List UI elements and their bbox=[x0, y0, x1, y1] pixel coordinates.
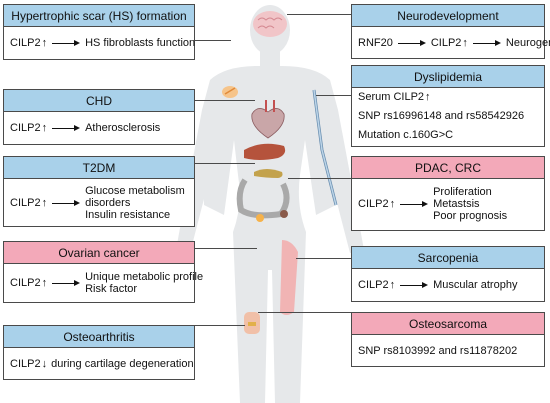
up-arrow-icon: ↑ bbox=[389, 198, 396, 210]
sarcopenia-box: Sarcopenia CILP2↑ Muscular atrophy bbox=[351, 246, 545, 302]
ovarian-effect-2: Risk factor bbox=[85, 283, 138, 295]
connector-t2dm bbox=[195, 163, 255, 164]
brain-icon bbox=[253, 11, 287, 37]
sarcopenia-title: Sarcopenia bbox=[352, 247, 544, 269]
ovarian-box: Ovarian cancer CILP2↑ Unique metabolic p… bbox=[3, 241, 203, 303]
ovarian-gene: CILP2 bbox=[10, 277, 41, 289]
pdac-effect-3: Poor prognosis bbox=[433, 210, 508, 222]
up-arrow-icon: ↑ bbox=[41, 277, 48, 289]
neuro-upstream: RNF20 bbox=[358, 37, 393, 49]
neuro-effect: Neurogenesis bbox=[505, 37, 550, 49]
hs-effect: HS fibroblasts function bbox=[85, 37, 196, 49]
pdac-box: PDAC, CRC CILP2↑ Proliferation Metastsis… bbox=[351, 156, 545, 231]
osteosarcoma-title: Osteosarcoma bbox=[352, 313, 544, 335]
sarcopenia-gene: CILP2 bbox=[358, 279, 389, 291]
t2dm-title: T2DM bbox=[4, 157, 194, 179]
connector-chd bbox=[195, 100, 255, 101]
neuro-box: Neurodevelopment RNF20 CILP2↑ Neurogenes… bbox=[351, 4, 550, 59]
arrow-right-icon bbox=[52, 199, 81, 207]
pdac-gene: CILP2 bbox=[358, 198, 389, 210]
chd-effect: Atherosclerosis bbox=[85, 122, 161, 134]
t2dm-box: T2DM CILP2↑ Glucose metabolism disorders… bbox=[3, 156, 195, 227]
pancreas-icon bbox=[254, 169, 283, 178]
dyslipidemia-box: Dyslipidemia Serum CILP2↑ SNP rs16996148… bbox=[351, 65, 545, 147]
arrow-right-icon bbox=[472, 39, 501, 47]
arrow-right-icon bbox=[52, 279, 81, 287]
pdac-effect-1: Proliferation bbox=[433, 186, 492, 198]
arrow-right-icon bbox=[397, 39, 426, 47]
t2dm-effect-3: Insulin resistance bbox=[85, 209, 171, 221]
chd-title: CHD bbox=[4, 90, 194, 112]
hs-box: Hypertrophic scar (HS) formation CILP2↑ … bbox=[3, 4, 195, 60]
connector-dyslipidemia bbox=[316, 95, 351, 96]
dyslipidemia-line-1: Serum CILP2 bbox=[358, 91, 425, 103]
osteosarcoma-box: Osteosarcoma SNP rs8103992 and rs1187820… bbox=[351, 312, 545, 367]
up-arrow-icon: ↑ bbox=[41, 122, 48, 134]
scar-icon bbox=[222, 86, 238, 98]
neuro-title: Neurodevelopment bbox=[352, 5, 544, 27]
pdac-title: PDAC, CRC bbox=[352, 157, 544, 179]
heart-icon bbox=[251, 100, 285, 139]
osteoarthritis-box: Osteoarthritis CILP2↓ during cartilage d… bbox=[3, 325, 195, 380]
dyslipidemia-line-2: SNP rs16996148 and rs58542926 bbox=[358, 110, 525, 122]
chd-box: CHD CILP2↑ Atherosclerosis bbox=[3, 89, 195, 145]
chd-gene: CILP2 bbox=[10, 122, 41, 134]
up-arrow-icon: ↑ bbox=[425, 91, 431, 103]
up-arrow-icon: ↑ bbox=[389, 279, 396, 291]
t2dm-effect-2: disorders bbox=[85, 197, 131, 209]
up-arrow-icon: ↑ bbox=[41, 37, 48, 49]
ovarian-effect-1: Unique metabolic profile bbox=[85, 271, 204, 283]
dyslipidemia-title: Dyslipidemia bbox=[352, 66, 544, 88]
osteoarthritis-title: Osteoarthritis bbox=[4, 326, 194, 348]
osteoarthritis-text: during cartilage degeneration bbox=[51, 358, 194, 370]
ovarian-title: Ovarian cancer bbox=[4, 242, 194, 264]
t2dm-effect-1: Glucose metabolism bbox=[85, 185, 185, 197]
down-arrow-icon: ↓ bbox=[41, 358, 48, 370]
muscle-icon bbox=[280, 240, 298, 315]
arrow-right-icon bbox=[400, 200, 429, 208]
hs-gene: CILP2 bbox=[10, 37, 41, 49]
dyslipidemia-line-3: Mutation c.160G>C bbox=[358, 129, 454, 141]
arrow-right-icon bbox=[52, 124, 81, 132]
connector-pdac bbox=[288, 178, 351, 179]
sarcopenia-effect: Muscular atrophy bbox=[433, 279, 518, 291]
connector-hs bbox=[195, 40, 231, 41]
connector-osteosarcoma bbox=[258, 312, 351, 313]
connector-osteoarthritis bbox=[195, 325, 245, 326]
arrow-right-icon bbox=[52, 39, 81, 47]
ovary-icon bbox=[256, 210, 288, 222]
liver-icon bbox=[244, 143, 286, 160]
connector-neuro bbox=[287, 14, 351, 15]
up-arrow-icon: ↑ bbox=[41, 197, 48, 209]
intestine-icon bbox=[236, 178, 290, 219]
osteosarcoma-text: SNP rs8103992 and rs11878202 bbox=[358, 345, 518, 357]
neuro-gene: CILP2 bbox=[430, 37, 462, 49]
osteoarthritis-gene: CILP2 bbox=[10, 358, 41, 370]
up-arrow-icon: ↑ bbox=[462, 37, 468, 49]
arrow-right-icon bbox=[400, 281, 429, 289]
connector-ovarian bbox=[195, 248, 257, 249]
blood-vessel-icon bbox=[312, 89, 338, 206]
connector-sarcopenia bbox=[296, 258, 351, 259]
knee-joint-icon bbox=[244, 312, 260, 334]
t2dm-gene: CILP2 bbox=[10, 197, 41, 209]
hs-title: Hypertrophic scar (HS) formation bbox=[4, 5, 194, 27]
pdac-effect-2: Metastsis bbox=[433, 198, 480, 210]
